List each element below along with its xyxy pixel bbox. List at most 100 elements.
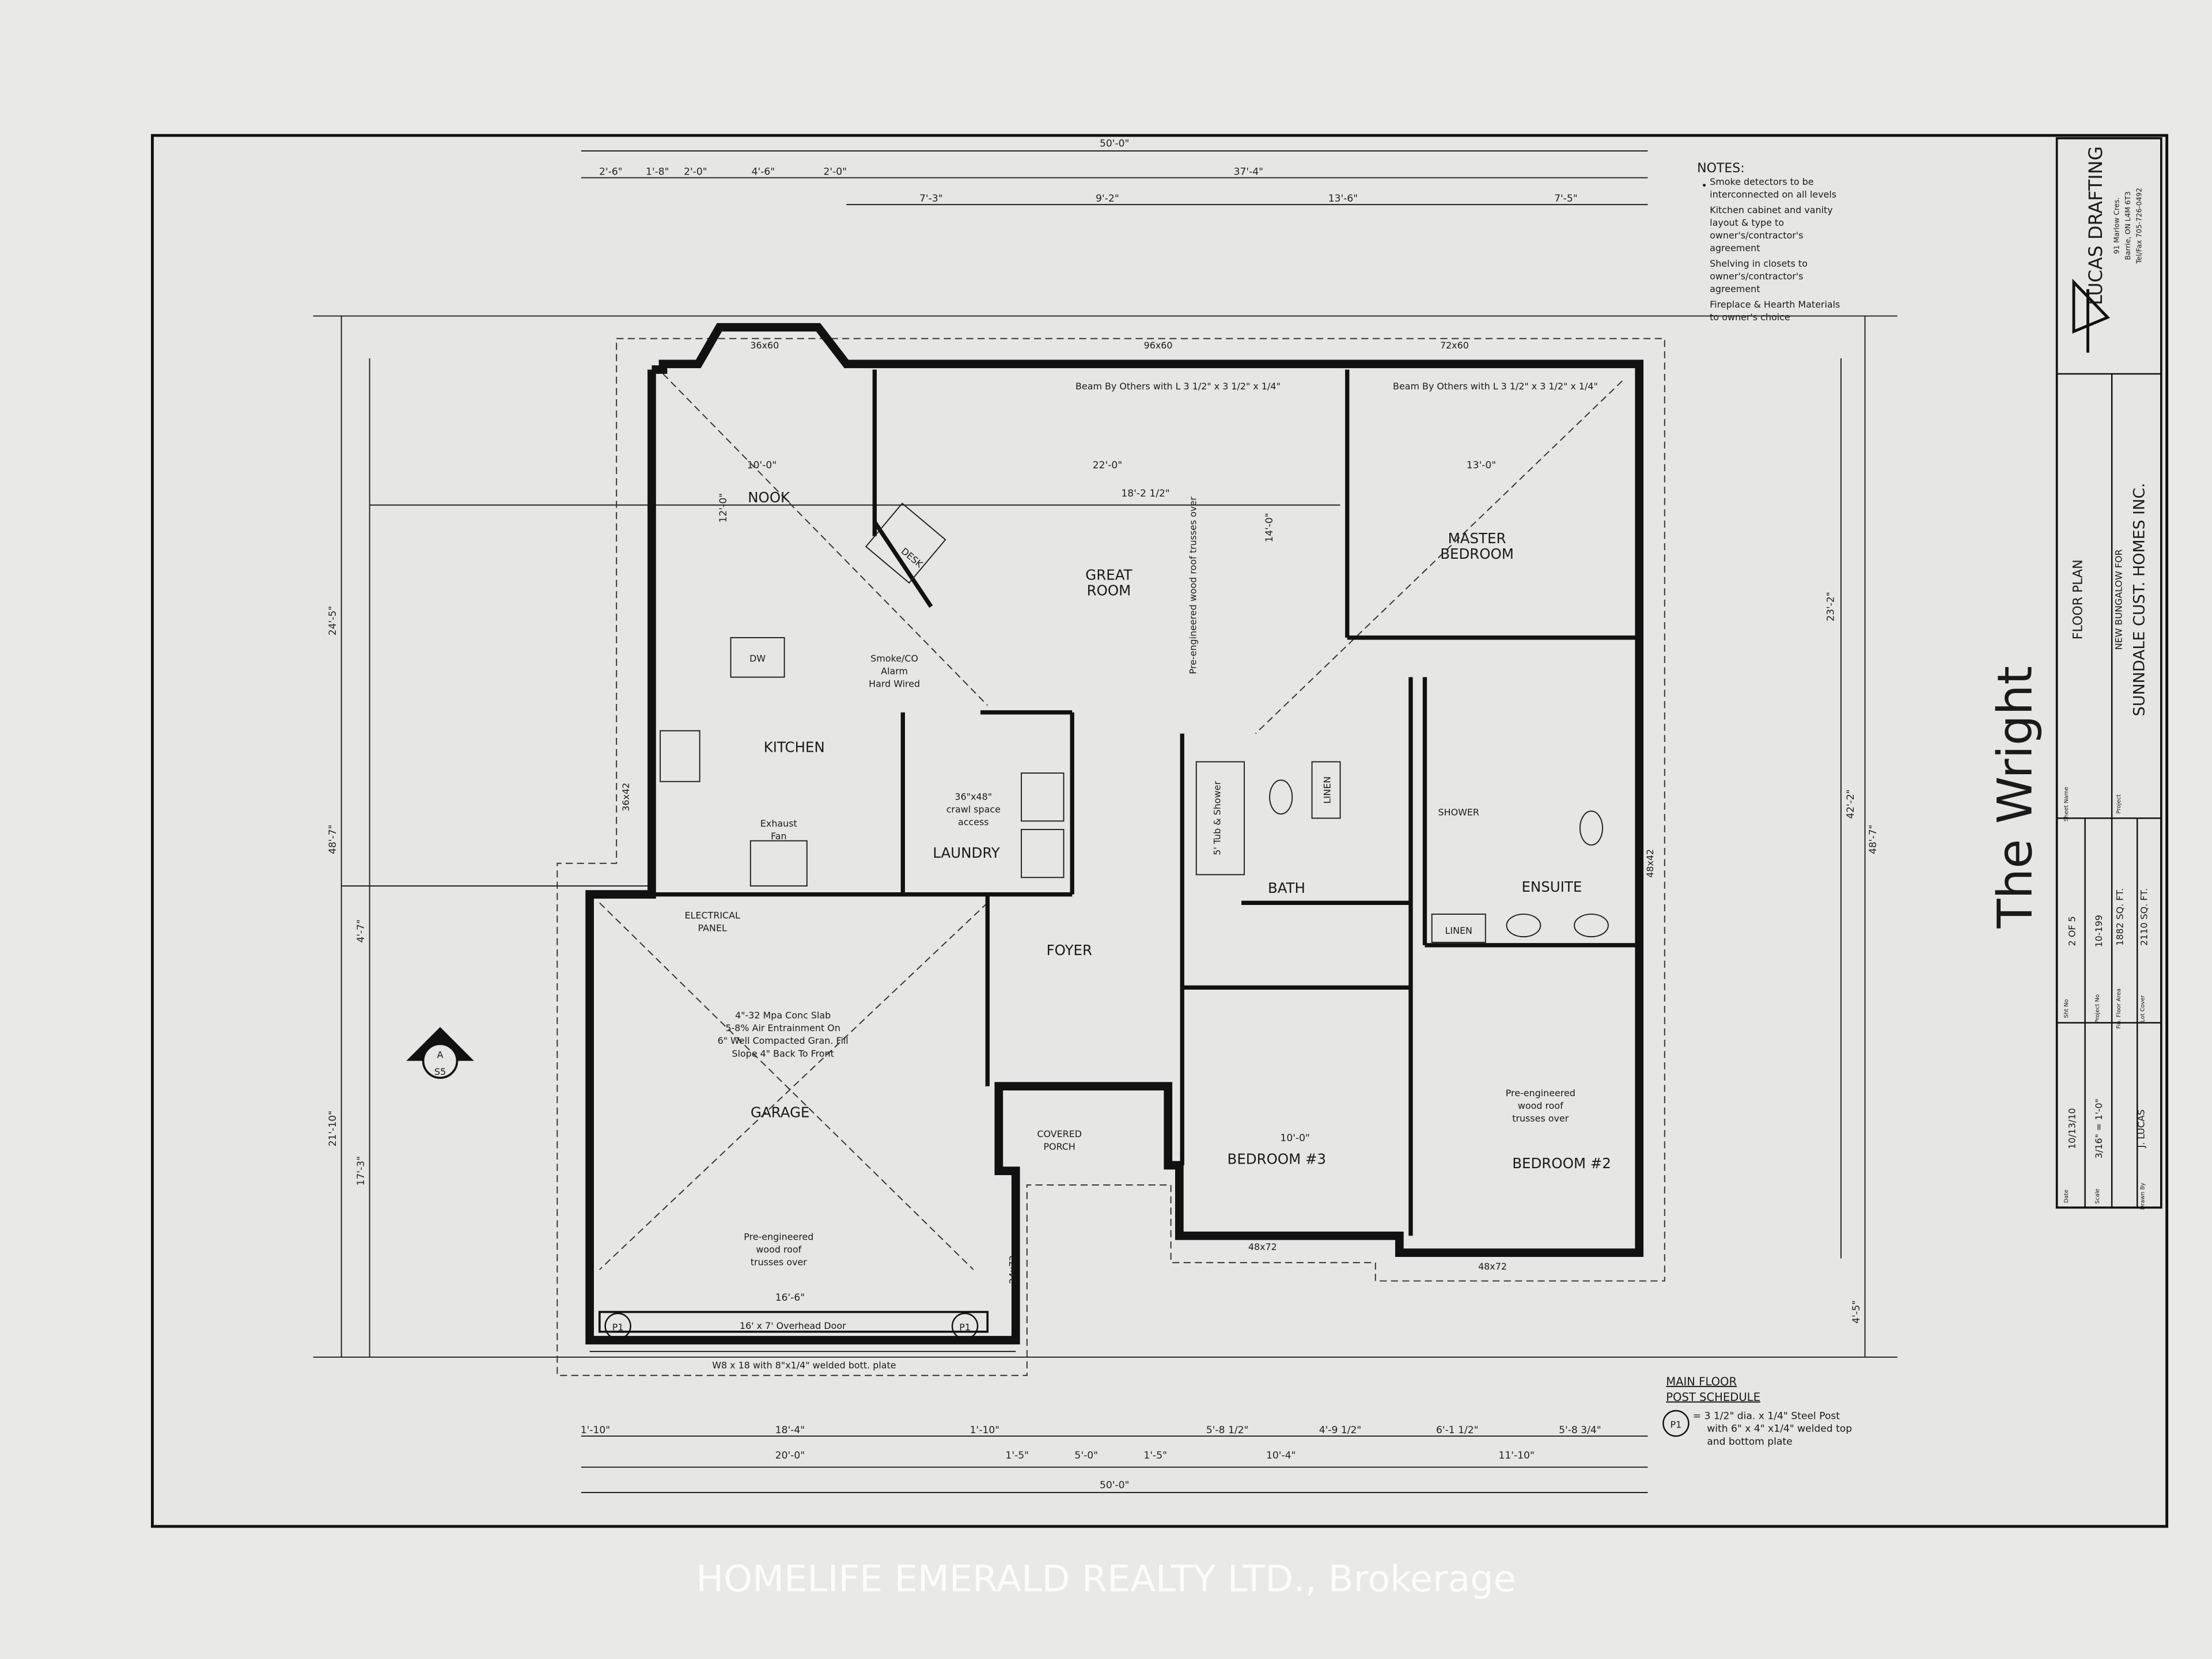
title-block: LUCAS DRAFTING 91 Marlow Cres. Barrie, O… [2055,137,2162,1210]
svg-text:2'-6": 2'-6" [599,166,623,178]
notes-block: NOTES: • Smoke detectors to be interconn… [1697,161,1840,323]
svg-text:2110 SQ. FT.: 2110 SQ. FT. [2138,888,2149,946]
svg-text:10'-4": 10'-4" [1266,1450,1296,1461]
room-kitchen: KITCHEN [764,738,825,755]
room-bedroom-2: BEDROOM #2 [1512,1155,1611,1172]
note-item: Shelving in closets to owner's/contracto… [1710,258,1808,295]
note-item: Kitchen cabinet and vanity layout & type… [1710,204,1833,254]
plan-title: The Wright [1987,666,2043,929]
svg-text:Beam By Others with L 3 1/2" x: Beam By Others with L 3 1/2" x 3 1/2" x … [1075,381,1281,392]
room-foyer: FOYER [1047,942,1092,959]
svg-text:10-199: 10-199 [2093,915,2104,947]
svg-text:22'-0": 22'-0" [1093,460,1122,471]
svg-text:1'-10": 1'-10" [581,1425,610,1436]
svg-text:11'-10": 11'-10" [1498,1450,1534,1461]
room-ensuite: ENSUITE [1521,878,1582,895]
room-laundry: LAUNDRY [933,844,999,861]
svg-text:trusses over: trusses over [751,1257,807,1268]
svg-text:PANEL: PANEL [698,922,727,933]
dimension-lines [313,150,1897,1494]
svg-text:96x60: 96x60 [1144,340,1173,351]
svg-text:50'-0": 50'-0" [1100,1480,1129,1491]
walls [585,323,1644,1344]
svg-text:10'-0": 10'-0" [747,460,777,471]
room-master-bedroom: MASTER [1448,530,1506,547]
svg-text:= 3 1/2" dia. x 1/4" Steel Pos: = 3 1/2" dia. x 1/4" Steel Post [1693,1411,1840,1422]
svg-text:Fin. Floor Area: Fin. Floor Area [2116,988,2122,1029]
svg-text:Drawn By: Drawn By [2139,1183,2146,1210]
svg-text:5' Tub & Shower: 5' Tub & Shower [1211,781,1222,855]
svg-text:1'-8": 1'-8" [646,166,669,178]
svg-text:SUNNDALE CUST. HOMES INC.: SUNNDALE CUST. HOMES INC. [2130,483,2148,716]
svg-text:NEW BUNGALOW FOR: NEW BUNGALOW FOR [2113,549,2124,650]
room-bath: BATH [1268,880,1305,896]
svg-text:5'-8 3/4": 5'-8 3/4" [1559,1425,1601,1436]
svg-text:Beam By Others with L 3 1/2" x: Beam By Others with L 3 1/2" x 3 1/2" x … [1393,381,1598,392]
svg-text:2'-0": 2'-0" [824,166,847,178]
note-item: Smoke detectors to be interconnected on … [1710,176,1837,200]
svg-text:4'-5": 4'-5" [1851,1300,1862,1324]
svg-text:Hard Wired: Hard Wired [869,679,920,690]
svg-text:Barrie, ON L4M 6T3: Barrie, ON L4M 6T3 [2124,191,2132,260]
svg-text:J. LUCAS: J. LUCAS [2135,1109,2146,1149]
svg-text:48'-7": 48'-7" [1868,824,1879,854]
room-labels: NOOK GREAT ROOM MASTER BEDROOM KITCHEN L… [685,489,1611,1172]
section-marker: A S5 [406,1027,474,1079]
svg-text:with 6" x 4" x1/4" welded top: with 6" x 4" x1/4" welded top [1707,1423,1852,1435]
svg-text:14'-0": 14'-0" [1264,513,1275,542]
svg-text:10/13/10: 10/13/10 [2066,1108,2077,1149]
post-p1-right: P1 [951,1312,979,1340]
svg-text:NOTES:: NOTES: [1697,161,1745,176]
svg-text:DW: DW [749,653,766,664]
post-p1-left: P1 [604,1312,631,1340]
svg-text:16'-6": 16'-6" [775,1292,805,1304]
svg-text:PORCH: PORCH [1043,1141,1075,1152]
svg-text:48x42: 48x42 [1645,849,1656,878]
svg-text:Smoke/CO: Smoke/CO [870,653,918,664]
svg-text:5-8% Air Entrainment On: 5-8% Air Entrainment On [725,1022,840,1033]
svg-text:SHOWER: SHOWER [1438,807,1479,818]
svg-text:W8 x 18 with 8"x1/4" welded bo: W8 x 18 with 8"x1/4" welded bott. plate [712,1360,896,1371]
svg-text:4'-9 1/2": 4'-9 1/2" [1319,1425,1362,1436]
svg-text:1'-5": 1'-5" [1005,1450,1029,1461]
svg-text:ELECTRICAL: ELECTRICAL [685,910,741,921]
room-covered-porch: COVERED [1037,1128,1082,1139]
svg-text:Project No: Project No [2094,994,2101,1023]
svg-text:P1: P1 [1671,1419,1682,1430]
svg-text:POST SCHEDULE: POST SCHEDULE [1666,1391,1760,1404]
svg-text:Fan: Fan [771,831,787,842]
svg-text:24'-5": 24'-5" [327,606,339,635]
svg-text:48x72: 48x72 [1248,1241,1277,1252]
svg-text:Pre-engineered wood roof truss: Pre-engineered wood roof trusses over [1188,497,1199,675]
svg-text:Project: Project [2116,794,2122,814]
svg-text:24x72: 24x72 [1007,1255,1018,1284]
svg-text:13'-0": 13'-0" [1467,460,1496,471]
svg-text:Pre-engineered: Pre-engineered [1506,1088,1575,1099]
room-bedroom-3: BEDROOM #3 [1228,1150,1327,1167]
svg-text:LINEN: LINEN [1321,777,1332,804]
svg-text:50'-0": 50'-0" [1100,138,1129,150]
watermark: HOMELIFE EMERALD REALTY LTD., Brokerage [696,1558,1516,1600]
svg-text:23'-2": 23'-2" [1825,592,1837,621]
dimension-labels: 50'-0" 2'-6" 1'-8" 2'-0" 4'-6" 2'-0" 37'… [327,138,1879,1491]
svg-text:91 Marlow Cres.: 91 Marlow Cres. [2112,198,2120,254]
svg-text:Scale: Scale [2094,1189,2101,1204]
svg-text:1'-10": 1'-10" [970,1425,999,1436]
svg-text:36x60: 36x60 [750,340,779,351]
svg-text:10'-0": 10'-0" [1280,1132,1309,1144]
svg-text:A: A [437,1050,444,1060]
svg-text:1882 SQ. FT.: 1882 SQ. FT. [2115,888,2126,946]
svg-text:1'-5": 1'-5" [1143,1450,1167,1461]
svg-text:and bottom plate: and bottom plate [1707,1436,1792,1448]
svg-text:LINEN: LINEN [1445,925,1472,936]
firm-name: LUCAS DRAFTING [2085,146,2107,305]
svg-text:Sheet Name: Sheet Name [2063,787,2070,821]
svg-text:Pre-engineered: Pre-engineered [744,1232,813,1243]
svg-text:48'-7": 48'-7" [327,824,339,854]
svg-text:7'-5": 7'-5" [1554,193,1578,204]
svg-text:36x42: 36x42 [620,783,631,812]
svg-text:18'-4": 18'-4" [775,1425,805,1436]
svg-text:72x60: 72x60 [1440,340,1469,351]
post-schedule: MAIN FLOOR POST SCHEDULE P1 = 3 1/2" dia… [1662,1375,1852,1448]
